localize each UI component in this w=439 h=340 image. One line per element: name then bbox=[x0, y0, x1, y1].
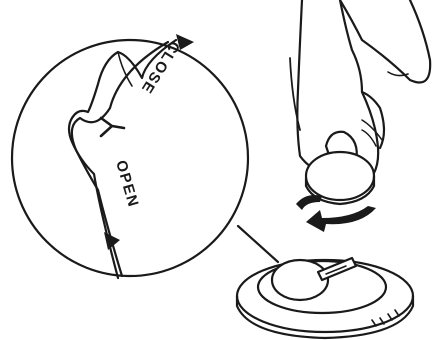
close-label: CLOSE bbox=[137, 38, 183, 97]
open-label: OPEN bbox=[112, 158, 142, 209]
